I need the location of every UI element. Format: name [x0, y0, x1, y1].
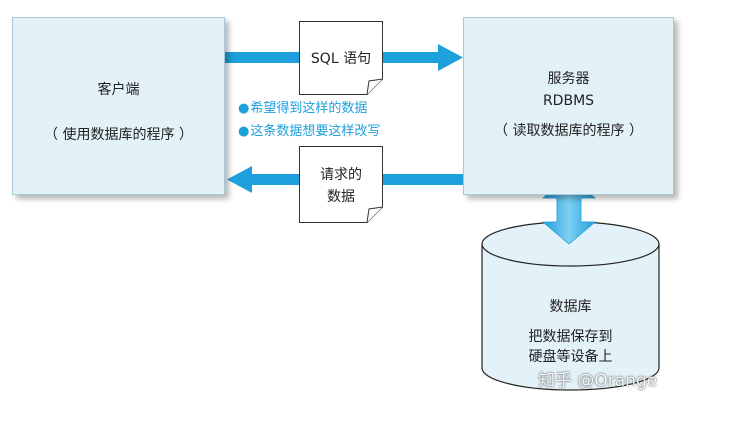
note-text: 这条数据想要这样改写 [250, 124, 381, 139]
client-box: 客户端 （ 使用数据库的程序 ） [12, 17, 225, 195]
server-subtitle: （ 读取数据库的程序 ） [494, 123, 643, 139]
database-line1: 把数据保存到 [528, 329, 613, 345]
database-title: 数据库 [549, 299, 592, 315]
document-icon [299, 146, 383, 223]
server-box: 服务器 RDBMS （ 读取数据库的程序 ） [463, 17, 674, 195]
bullet-icon: ● [238, 124, 250, 139]
response-arrow [227, 166, 463, 193]
note-item: ●希望得到这样的数据 [238, 97, 367, 116]
result-document-line1: 请求的 [320, 167, 362, 183]
result-document-line2: 数据 [327, 189, 355, 205]
note-item: ●这条数据想要这样改写 [238, 120, 380, 139]
request-arrow [225, 44, 463, 71]
client-subtitle: （ 使用数据库的程序 ） [44, 127, 193, 143]
bullet-icon: ● [238, 101, 250, 116]
result-document: 请求的 数据 [299, 146, 383, 223]
database-cylinder [481, 221, 660, 391]
note-text: 希望得到这样的数据 [250, 101, 368, 116]
database-line2: 硬盘等设备上 [528, 349, 613, 365]
sql-document-label: SQL 语句 [310, 51, 372, 67]
watermark: 知乎 @Orange [538, 371, 658, 391]
server-name: RDBMS [542, 93, 595, 109]
server-title: 服务器 [547, 71, 590, 87]
document-icon [299, 21, 383, 95]
sql-document: SQL 语句 [299, 21, 383, 95]
client-title: 客户端 [97, 82, 140, 98]
